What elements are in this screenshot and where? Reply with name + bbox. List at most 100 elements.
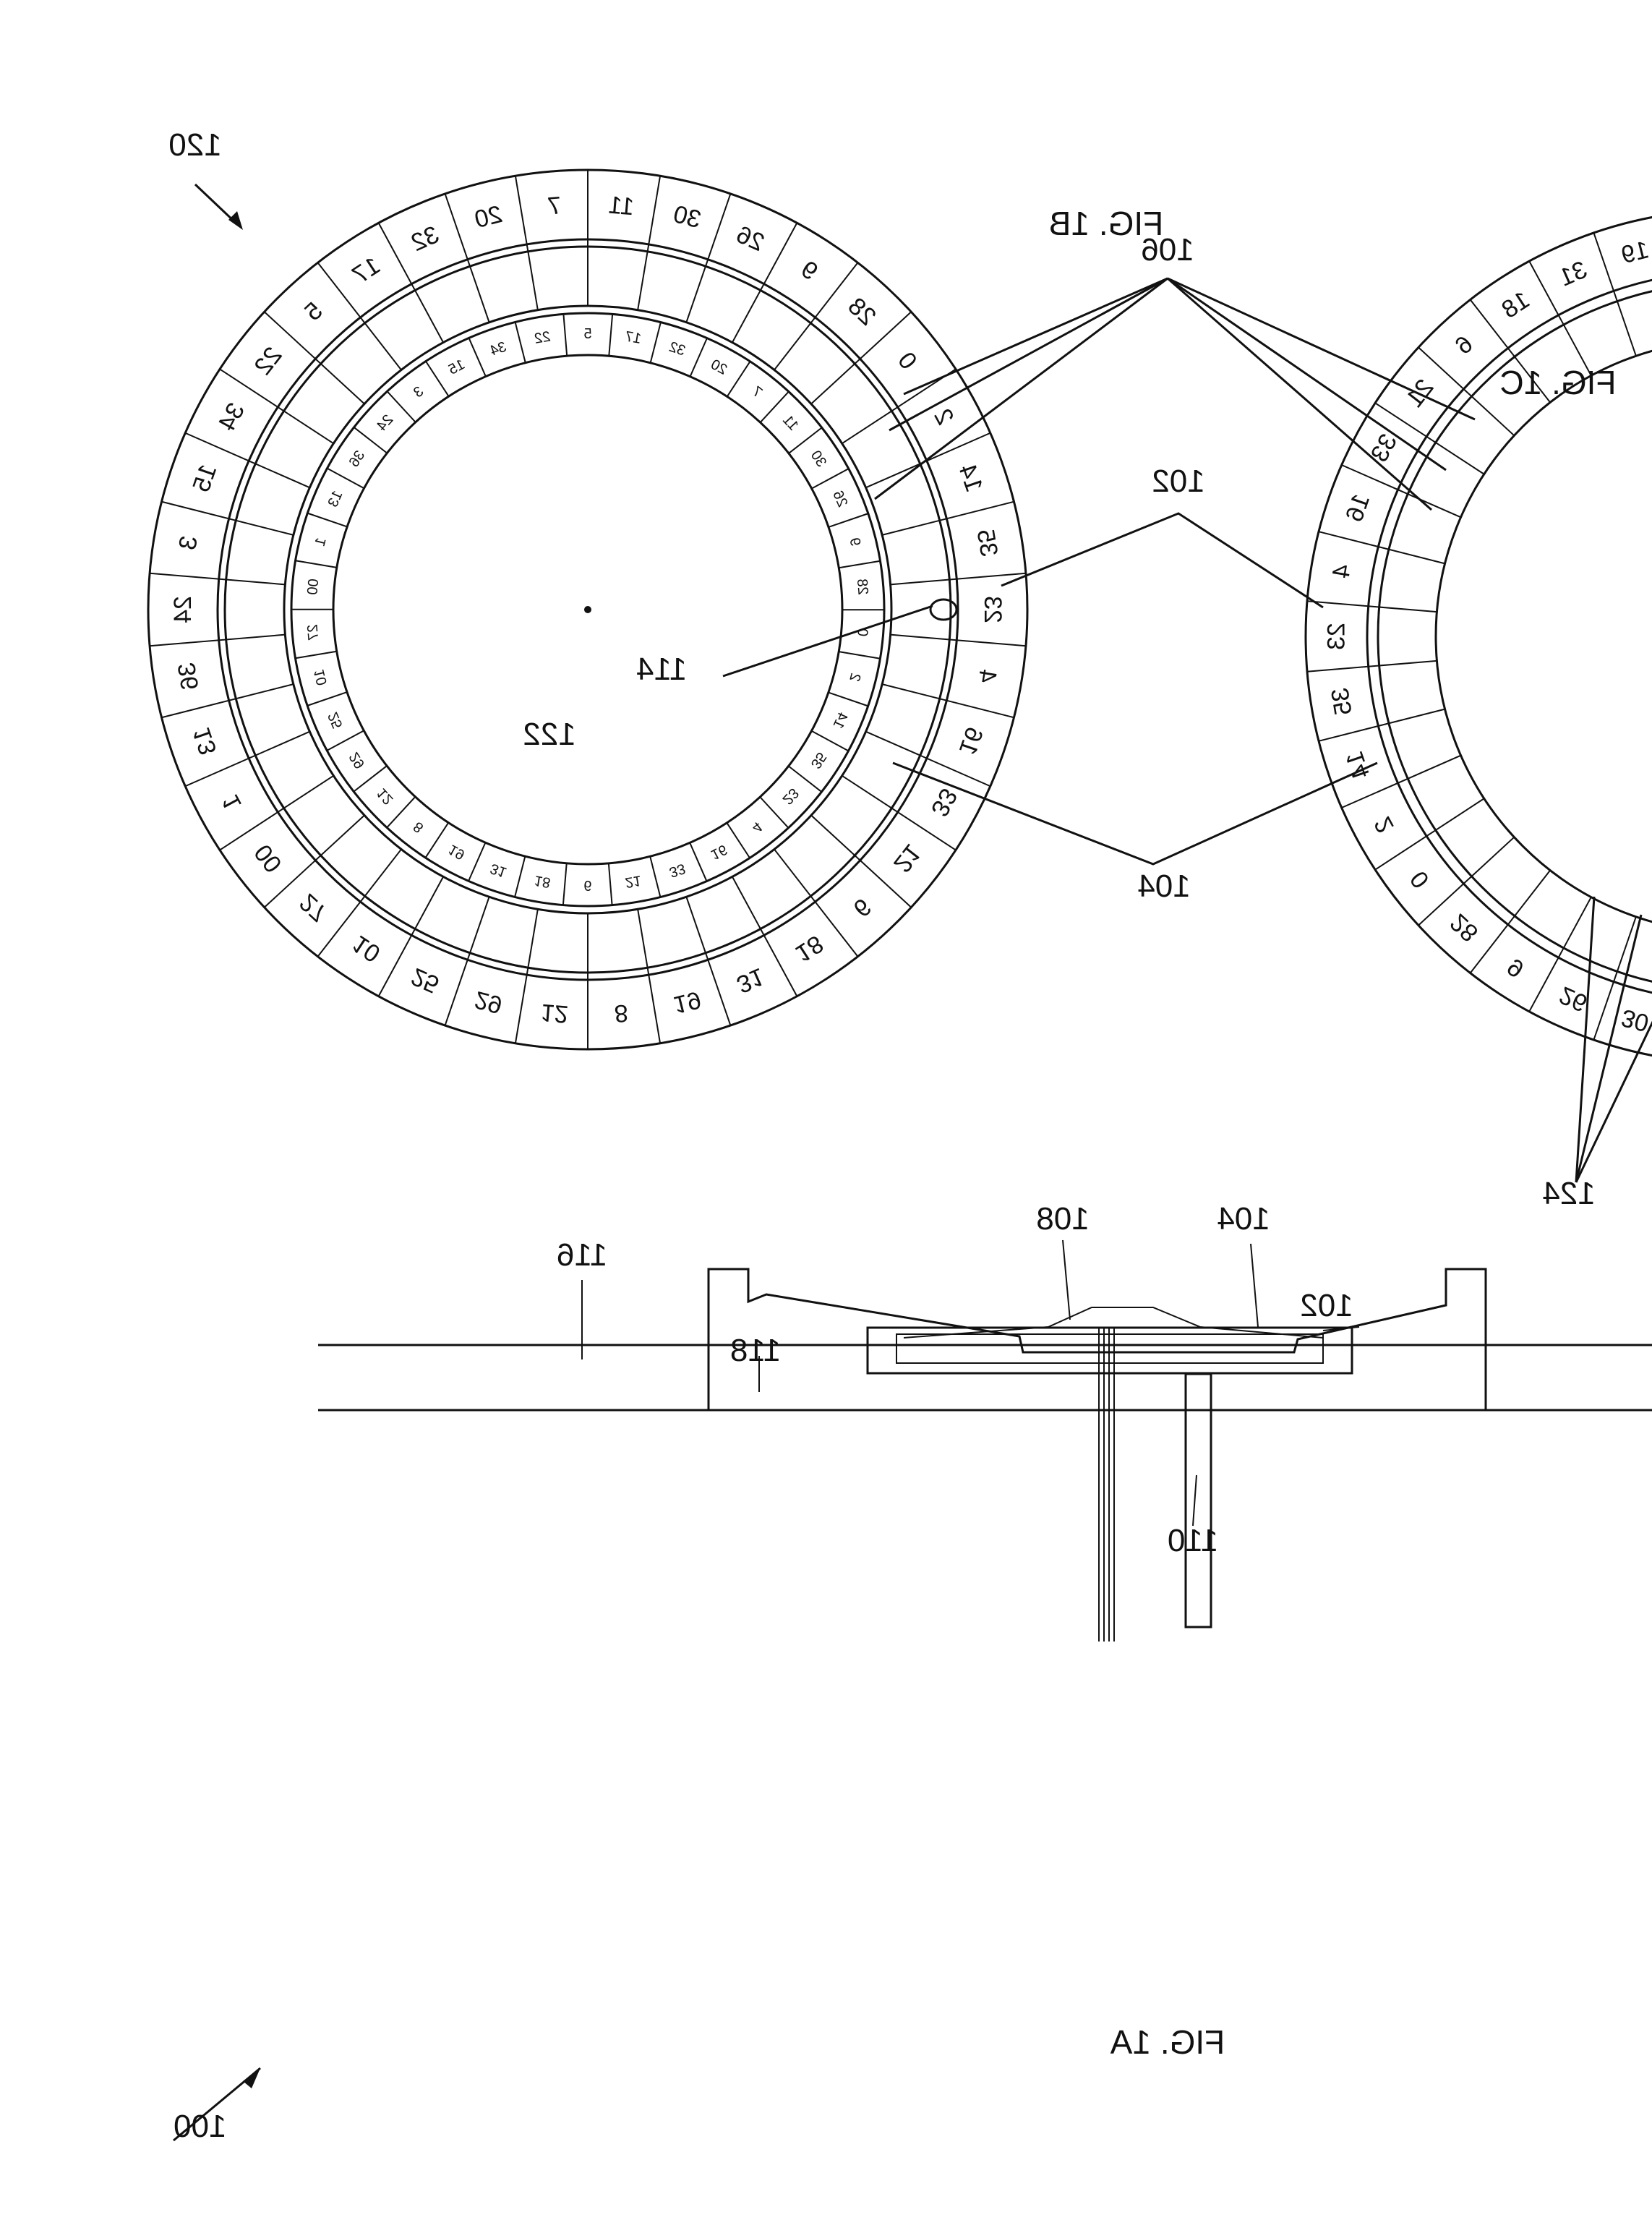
wheel-1a-number: 18 — [1497, 286, 1534, 324]
wheel-1b-outer-number: 8 — [613, 999, 629, 1027]
wheel-1b-inner-divider — [812, 469, 849, 489]
wheel-1b-inner-number: 8 — [411, 819, 427, 836]
wheel-1b-inner-divider — [609, 314, 612, 356]
wheel-1b-inner-divider — [789, 427, 822, 453]
wheel-1b-inner-number: 2 — [846, 671, 863, 683]
wheel-1b-inner-number: 34 — [488, 339, 508, 359]
wheel-1b-outer-number: 5 — [299, 297, 328, 327]
wheel-1b-inner-number: 00 — [304, 579, 322, 596]
leader-104 — [893, 763, 1377, 864]
numeral-100: 100 — [174, 2109, 226, 2144]
wheel-1b-outer-number: 12 — [539, 999, 569, 1028]
wheel-1b-inner-number: 32 — [667, 339, 688, 359]
wheel-1b-inner-number: 10 — [311, 667, 330, 687]
wheel-1b-inner-number: 20 — [708, 357, 729, 378]
caption-fig-1b: FIG. 1B — [1049, 205, 1163, 242]
wheel-1b-inner-number: 3 — [411, 383, 427, 401]
wheel-1a-number: 28 — [1445, 908, 1484, 947]
wheel-1a-divider — [1307, 601, 1437, 612]
wheel-1b-outer-number: 14 — [954, 461, 988, 495]
wheel-1b-center-dot — [584, 606, 591, 613]
wheel-1b-inner-divider — [690, 338, 707, 377]
numeral-104-side: 104 — [1217, 1201, 1270, 1237]
wheel-1b-outer-number: 23 — [979, 596, 1006, 623]
numeral-110: 110 — [1168, 1523, 1218, 1558]
wheel-1b-inner-divider — [515, 856, 525, 897]
wheel-1b-inner-number: 9 — [846, 536, 863, 547]
numeral-120: 120 — [168, 127, 221, 163]
wheel-1b-inner-number: 25 — [325, 709, 346, 730]
wheel-1b-inner-number: 19 — [446, 841, 468, 863]
wheel-1b-outer-number: 3 — [174, 534, 203, 552]
wheel-1b-inner-divider — [354, 427, 388, 453]
wheel-1b-inner-number: 33 — [667, 860, 688, 880]
wheel-1b-outer-number: 35 — [972, 527, 1003, 559]
leader-102 — [1001, 513, 1323, 607]
wheel-1b-inner-divider — [650, 856, 660, 897]
wheel-1b-outer-number: 6 — [847, 893, 876, 923]
leader-106-b — [889, 278, 1168, 430]
wheel-1a-number: 35 — [1326, 686, 1358, 717]
wheel-1b-outer-number: 24 — [169, 596, 197, 623]
wheel-1b-inner-number: 23 — [779, 785, 802, 807]
wheel-1a-number: 31 — [1555, 256, 1591, 292]
wheel-1b-outer-number: 00 — [249, 839, 287, 877]
wheel-1b-outer-number: 26 — [732, 221, 769, 257]
wheel-1b-inner-divider — [727, 362, 750, 397]
wheel-1b-outer-number: 18 — [790, 930, 828, 968]
numeral-108-side: 108 — [1036, 1201, 1089, 1237]
wheel-1a-number: 23 — [1323, 623, 1351, 650]
wheel-1b-outer-divider — [891, 635, 1026, 646]
wheel-1b-inner-divider — [426, 362, 449, 397]
wheel-1b-outer-number: 31 — [732, 962, 769, 999]
wheel-1b-inner-divider — [563, 314, 567, 356]
wheel-1a-divider — [1307, 661, 1437, 672]
wheel-1b-inner-divider — [839, 652, 880, 659]
wheel-1b-outer-number: 0 — [892, 347, 923, 375]
wheel-1b-outer-divider — [220, 776, 333, 850]
leader-110 — [1193, 1475, 1197, 1526]
numeral-118: 118 — [730, 1333, 781, 1368]
wheel-1b-inner-number: 24 — [374, 411, 396, 434]
wheel-1a-number: 6 — [1450, 330, 1478, 360]
wheel-1b-inner-number: 27 — [304, 623, 322, 641]
numeral-102: 102 — [1152, 464, 1204, 499]
wheel-1b-outer-number: 27 — [294, 888, 333, 927]
wheel-1b-inner-number: 16 — [708, 841, 729, 863]
wheel-1b-inner-divider — [651, 323, 661, 363]
wheel-1b-inner-divider — [426, 823, 449, 858]
support-post — [1186, 1374, 1211, 1627]
wheel-1b-inner-divider — [307, 513, 347, 527]
wheel-1b-inner-number: 18 — [533, 872, 552, 890]
wheel-1a-number: 30 — [1619, 1004, 1652, 1037]
wheel-1b-inner-divider — [469, 338, 486, 376]
numeral-116: 116 — [557, 1237, 607, 1273]
wheel-1b-outer-number: 1 — [216, 790, 247, 815]
wheel-1b-outer-number: 11 — [607, 192, 635, 221]
wheel-1b-outer-number: 4 — [972, 667, 1002, 686]
wheel-1b-outer-number: 17 — [347, 252, 385, 290]
wheel-1a-numbers: 2431534225173220711302692802143523416332… — [1323, 227, 1652, 1046]
wheel-1a-pocket-dividers — [1307, 210, 1652, 1063]
wheel-1a-number: 0 — [1405, 866, 1435, 893]
wheel-1b-inner-divider — [829, 513, 868, 527]
wheel-1b-outer-number: 19 — [670, 986, 703, 1019]
numeral-102-side: 102 — [1300, 1288, 1353, 1323]
caption-fig-1a: FIG. 1A — [1110, 2023, 1225, 2061]
wheel-1b: 2335142028926301172032175223415324361310… — [148, 170, 1027, 1049]
wheel-1b-inner-number: 36 — [346, 448, 369, 470]
wheel-1b-inner-divider — [327, 730, 364, 751]
wheel-1b-outer-divider — [882, 684, 1014, 717]
wheel-1a-outer-edge — [1306, 210, 1652, 1063]
wheel-1a-number: 2 — [1369, 812, 1399, 837]
wheel-1b-inner-divider — [829, 693, 868, 706]
arrowhead-100 — [243, 2068, 260, 2088]
wheel-1b-inner-divider — [296, 560, 337, 568]
wheel-1a: 2431534225173220711302692802143523416332… — [1306, 210, 1652, 1063]
wheel-1b-outer-number: 36 — [173, 660, 205, 692]
wheel-1b-inner-number: 5 — [583, 326, 591, 342]
wheel-1a-number: 33 — [1366, 430, 1403, 466]
wheel-1b-outer-number: 9 — [796, 255, 823, 286]
wheel-1b-inner-number: 22 — [534, 329, 552, 347]
